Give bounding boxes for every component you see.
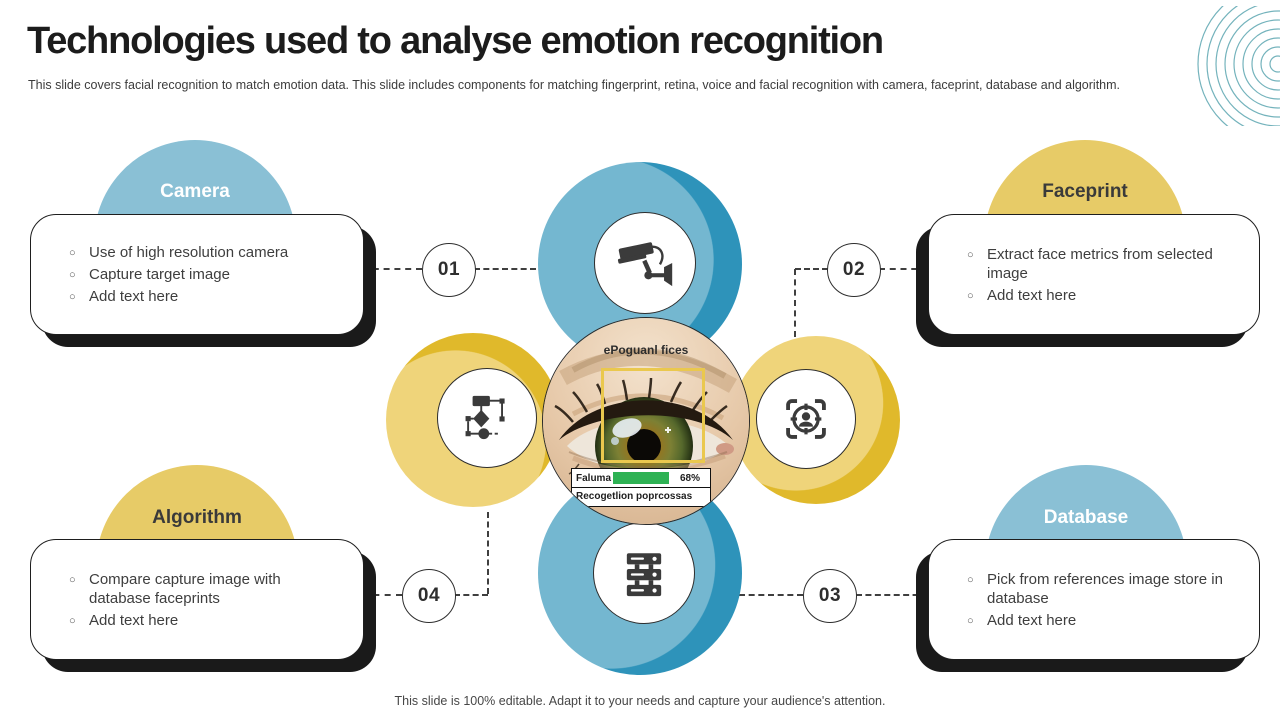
connector-03-left	[739, 594, 803, 596]
bullet-item: Add text here	[69, 611, 333, 631]
progress-caption: Recogetlion poprcossas	[576, 491, 693, 502]
connector-02-left	[795, 268, 828, 270]
database-icon-circle	[593, 522, 695, 624]
bullet-item: Compare capture image with database face…	[69, 570, 333, 608]
slide-subtitle: This slide covers facial recognition to …	[28, 78, 1121, 92]
database-bullet-list: Pick from references image store in data…	[929, 567, 1259, 633]
eye-photo-circle: ePoguanl fices Faluma 68% Recogetlion po…	[542, 317, 750, 525]
progress-percent: 68%	[679, 472, 700, 484]
faceprint-card: Extract face metrics from selected image…	[928, 214, 1260, 335]
connector-04-up	[487, 512, 489, 594]
step-badge-03: 03	[803, 569, 857, 623]
faceprint-header-label: Faceprint	[1042, 181, 1128, 202]
camera-icon-circle	[594, 212, 696, 314]
cctv-camera-icon	[617, 242, 673, 287]
camera-bullet-list: Use of high resolution camera Capture ta…	[31, 240, 318, 309]
server-database-icon	[626, 553, 662, 597]
flowchart-algorithm-icon	[465, 395, 505, 440]
step-badge-02: 02	[827, 243, 881, 297]
connector-02-down	[794, 269, 796, 337]
database-card: Pick from references image store in data…	[928, 539, 1260, 660]
connector-04-right	[454, 594, 488, 596]
bullet-item: Pick from references image store in data…	[967, 570, 1229, 608]
connector-02-right	[879, 268, 928, 270]
faceprint-icon-circle	[756, 369, 856, 469]
connector-03-right	[856, 594, 928, 596]
bullet-item: Extract face metrics from selected image	[967, 245, 1229, 283]
connector-01-left	[362, 268, 422, 270]
bullet-item: Add text here	[69, 287, 288, 307]
camera-header-label: Camera	[160, 181, 230, 202]
connector-04-left	[362, 594, 402, 596]
bullet-item: Use of high resolution camera	[69, 243, 288, 263]
algorithm-card: Compare capture image with database face…	[30, 539, 364, 660]
scan-frame-rectangle	[601, 368, 705, 463]
algorithm-icon-circle	[437, 368, 537, 468]
bullet-item: Add text here	[967, 286, 1229, 306]
algorithm-bullet-list: Compare capture image with database face…	[31, 567, 363, 633]
slide-title: Technologies used to analyse emotion rec…	[27, 20, 884, 62]
connector-01-right	[474, 268, 536, 270]
camera-card: Use of high resolution camera Capture ta…	[30, 214, 364, 335]
progress-row: Faluma 68%	[572, 469, 710, 488]
progress-bar	[613, 472, 670, 484]
algorithm-header-label: Algorithm	[152, 507, 242, 528]
database-header-label: Database	[1043, 507, 1129, 528]
face-scan-icon	[786, 399, 826, 439]
recognition-progress-box: Faluma 68% Recogetlion poprcossas	[571, 468, 711, 507]
faceprint-bullet-list: Extract face metrics from selected image…	[929, 242, 1259, 308]
ripple-circles-decoration-icon	[1197, 6, 1280, 126]
slide-footer-note: This slide is 100% editable. Adapt it to…	[394, 694, 886, 708]
step-badge-04: 04	[402, 569, 456, 623]
scan-label: ePoguanl fices	[603, 343, 689, 357]
progress-label: Faluma	[576, 472, 612, 484]
bullet-item: Add text here	[967, 611, 1229, 631]
bullet-item: Capture target image	[69, 265, 288, 285]
step-badge-01: 01	[422, 243, 476, 297]
